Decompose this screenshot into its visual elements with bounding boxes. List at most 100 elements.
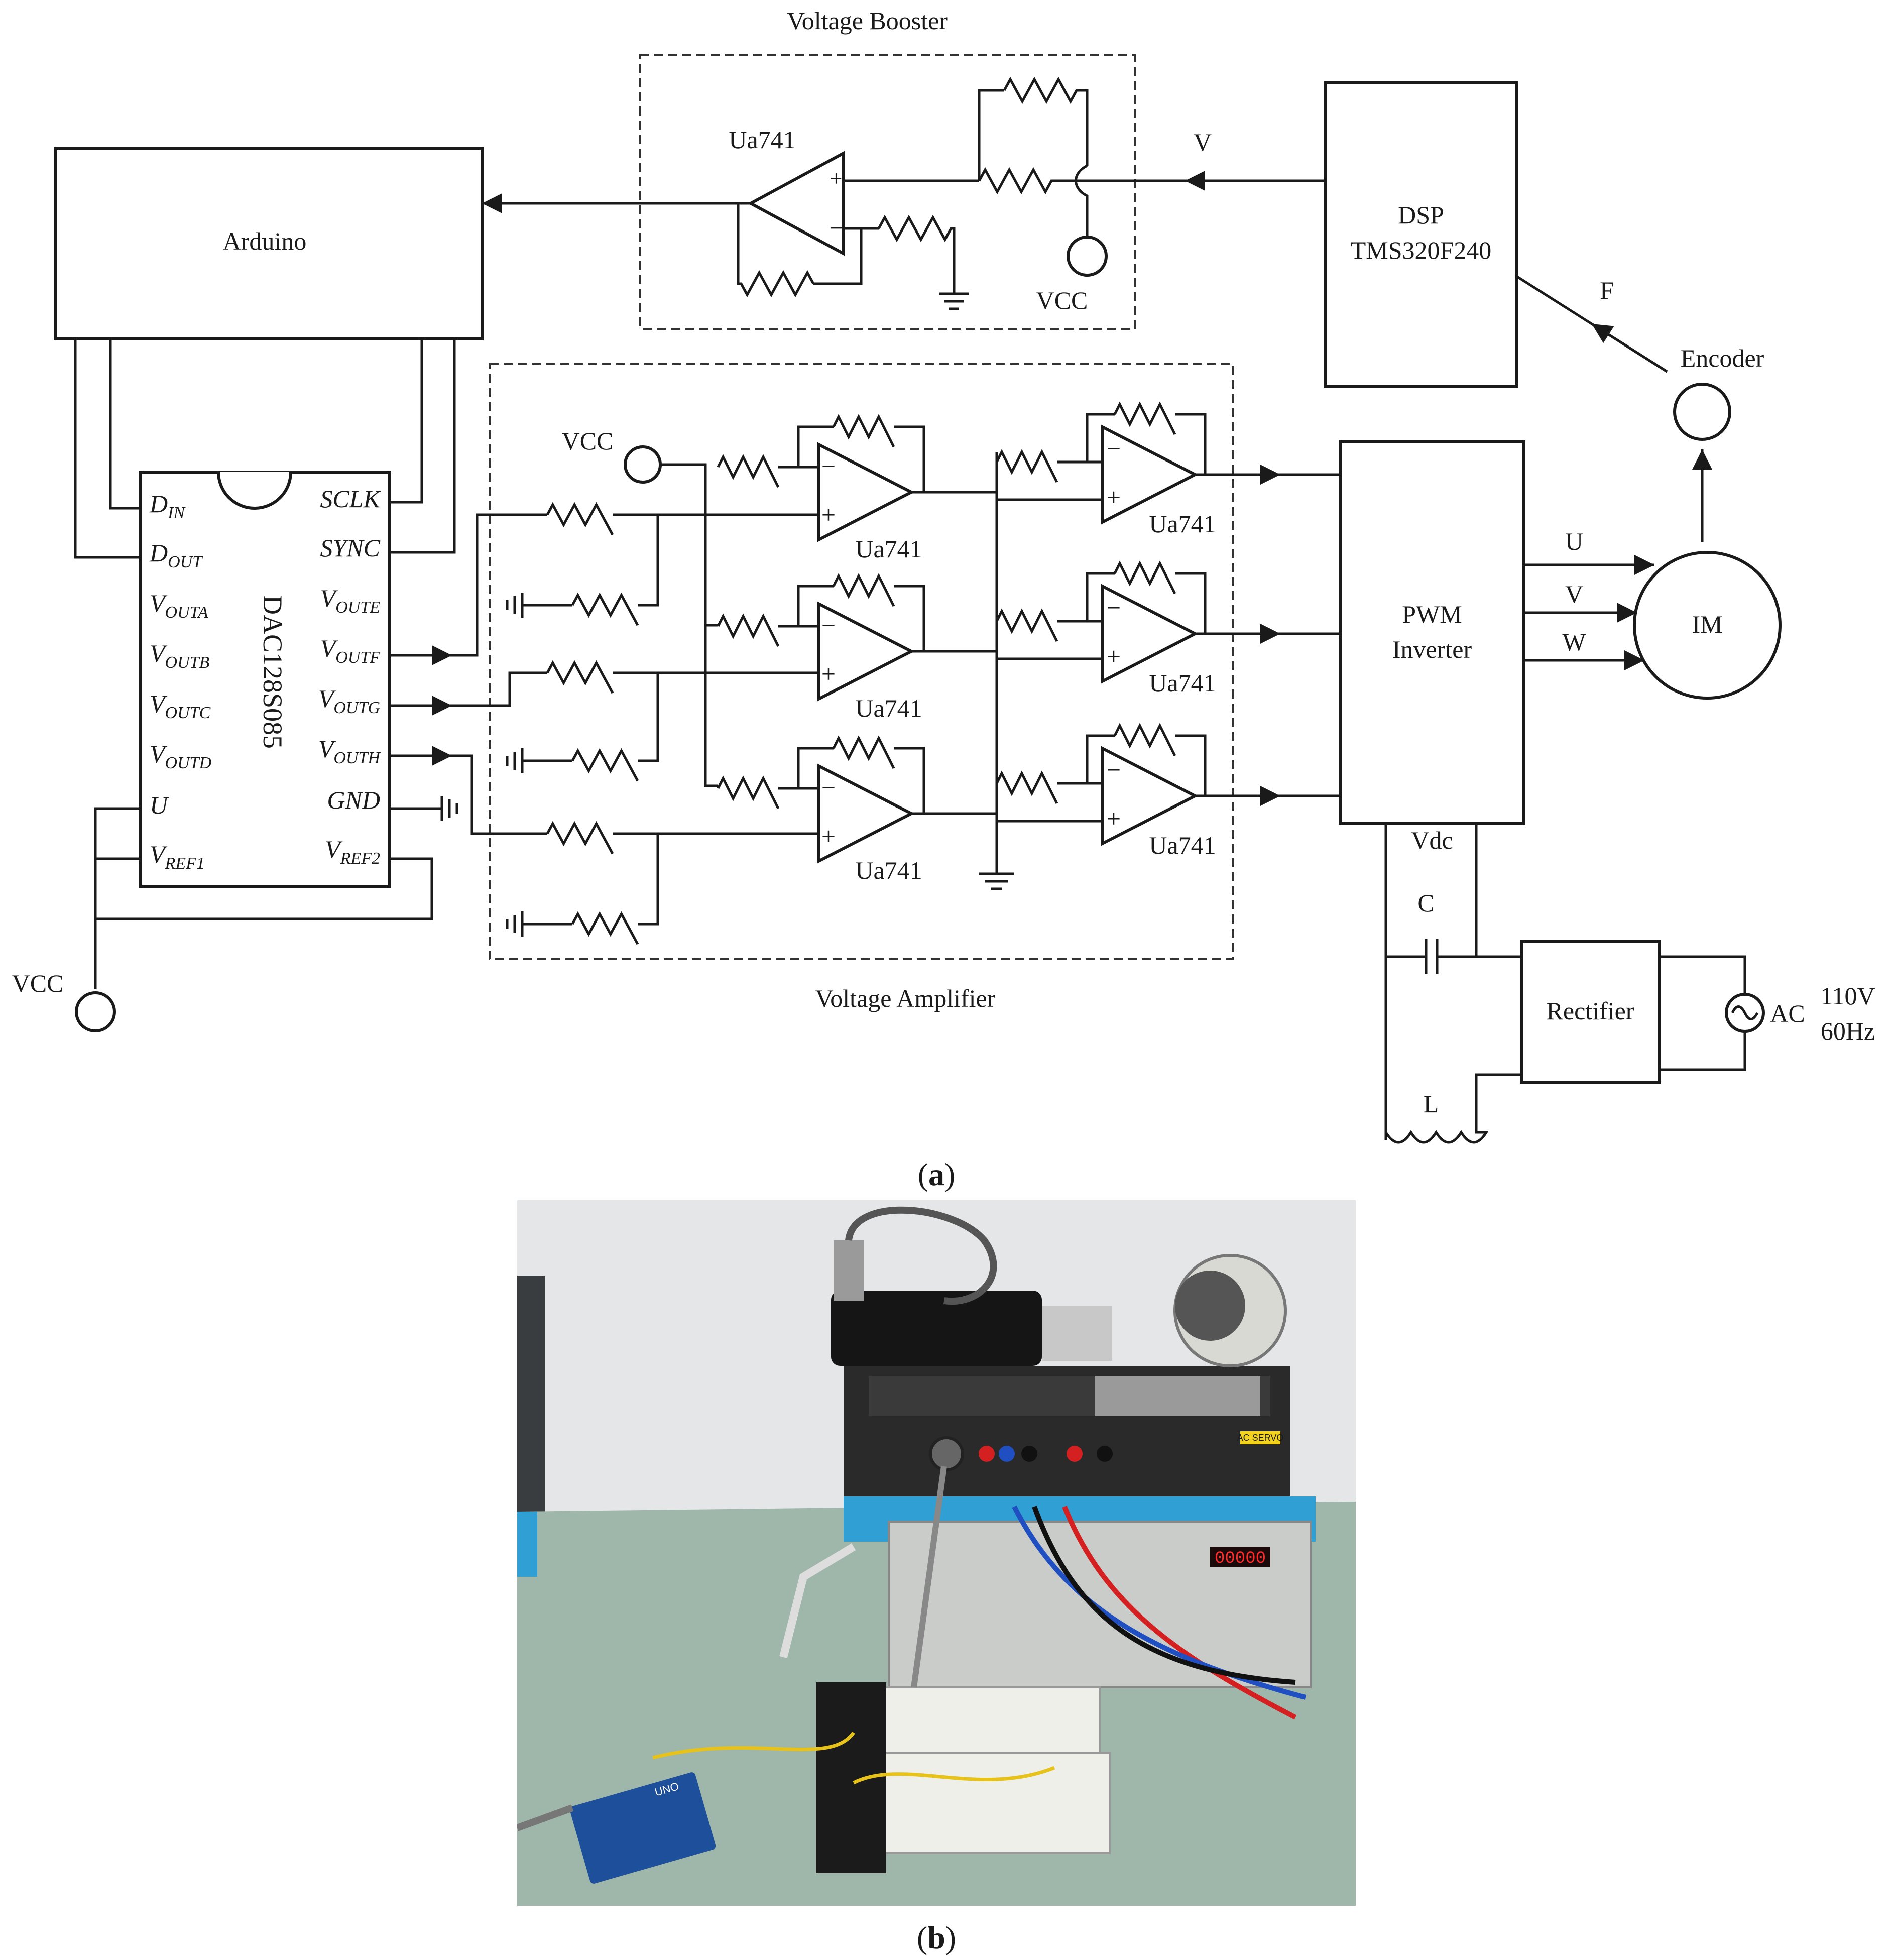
svg-text:−: − <box>821 611 836 639</box>
dac-pin-right-5: VOUTH <box>318 735 382 767</box>
svg-text:−: − <box>829 215 843 242</box>
booster-feedback-resistor <box>737 202 815 298</box>
booster-top-resistor <box>1003 76 1089 166</box>
phase-v-label: V <box>1565 580 1583 608</box>
rectifier-label: Rectifier <box>1547 997 1634 1025</box>
svg-text:+: + <box>821 660 836 688</box>
encoder-label: Encoder <box>1681 344 1764 372</box>
dac-pin-left-1: DOUT <box>149 539 203 571</box>
svg-text:+: + <box>821 822 836 850</box>
panel-b-caption: (b) <box>917 1920 956 1955</box>
photo-arduino <box>569 1772 716 1884</box>
dsp-block <box>1324 81 1518 388</box>
dac-pin-left-4: VOUTC <box>150 689 211 722</box>
ac-voltage-label: 110V <box>1820 982 1875 1010</box>
booster-vcc-source <box>1067 236 1108 277</box>
signal-f-label: F <box>1600 276 1614 304</box>
svg-text:−: − <box>1107 434 1121 463</box>
phase-u-label: U <box>1565 527 1583 555</box>
amp-stage1-label-2: Ua741 <box>855 694 922 722</box>
vdc-label: Vdc <box>1411 826 1453 854</box>
amp-stage2-label-1: Ua741 <box>1149 510 1216 538</box>
dac-chip-label: DAC128S085 <box>258 595 288 749</box>
dac-pin-left-6: U <box>150 791 169 819</box>
encoder-block <box>1673 383 1731 441</box>
motor-block <box>1633 551 1782 700</box>
amp-vcc-source <box>624 445 662 484</box>
photo-display <box>1210 1547 1270 1567</box>
photo-motor <box>831 1291 1042 1366</box>
photo-ac-servo-tag <box>1240 1431 1280 1444</box>
amp-stage1-label-1: Ua741 <box>855 535 922 563</box>
amp-channel-3: − + Ua741 − + Ua741 <box>506 723 1216 945</box>
svg-text:−: − <box>821 452 836 480</box>
dac-pin-right-1: SYNC <box>320 534 380 562</box>
dac-pin-right-2: VOUTE <box>320 584 381 617</box>
voltage-amplifier-title: Voltage Amplifier <box>815 984 996 1012</box>
voltage-booster-group: Voltage Booster + − Ua741 VCC <box>482 7 1136 330</box>
photo-trainer-panel <box>888 1521 1312 1688</box>
svg-text:−: − <box>1107 594 1121 622</box>
dac-pin-left-0: DIN <box>149 490 186 522</box>
panel-a-caption: (a) <box>918 1157 956 1192</box>
dac-pins-left: DIN DOUT VOUTA VOUTB VOUTC VOUTD U VREF1 <box>149 490 212 873</box>
svg-text:−: − <box>821 773 836 801</box>
ac-frequency-label: 60Hz <box>1821 1017 1875 1045</box>
amp-stage2-opamp-1 <box>1101 424 1199 525</box>
amp-stage2-opamp-2 <box>1101 584 1199 684</box>
rectifier-block <box>1520 940 1661 1084</box>
pwm-inverter-block <box>1339 440 1525 825</box>
dac-pin-right-4: VOUTG <box>318 684 380 717</box>
amp-channel-1: − + Ua741 − + Ua741 <box>506 401 1216 626</box>
pwm-label-line1: PWM <box>1402 600 1462 628</box>
booster-opamp <box>747 150 845 257</box>
amp-stage2-opamp-3 <box>1101 746 1199 846</box>
dsp-label-line2: TMS320F240 <box>1351 236 1492 264</box>
amp-stage2-label-2: Ua741 <box>1149 669 1216 697</box>
dac-vcc-source <box>75 991 116 1032</box>
dac-pin-left-3: VOUTB <box>150 639 210 672</box>
dac-vcc-label: VCC <box>12 969 64 997</box>
dac-pins-right: SCLK SYNC VOUTE VOUTF VOUTG VOUTH GND VREF2 <box>318 485 382 868</box>
schematic-panel: Voltage Booster + − Ua741 VCC <box>12 7 1875 1192</box>
dac-pin-right-6: GND <box>327 786 380 814</box>
dac-pin-right-0: SCLK <box>320 485 381 513</box>
phase-w-label: W <box>1562 628 1586 656</box>
voltage-booster-title: Voltage Booster <box>787 7 948 35</box>
dac-chip: DAC128S085 DINDOUTVOUTAVOUTBVOUTCVOUTDUV… <box>139 471 391 888</box>
photo-display-readout: 00000 <box>1215 1549 1266 1568</box>
booster-opamp-label: Ua741 <box>729 126 795 154</box>
dac-pin-right-7: VREF2 <box>325 835 380 868</box>
amp-stage1-opamp-2 <box>817 601 915 702</box>
dac-pin-left-5: VOUTD <box>150 740 212 772</box>
amp-stage2-label-3: Ua741 <box>1149 831 1216 859</box>
amp-stage1-opamp-1 <box>817 442 915 542</box>
booster-ground-resistor <box>877 214 956 294</box>
dsp-label-line1: DSP <box>1398 201 1444 229</box>
signal-v-label: V <box>1194 128 1212 156</box>
motor-label: IM <box>1692 610 1722 638</box>
amp-stage1-label-3: Ua741 <box>855 856 922 884</box>
svg-text:−: − <box>1107 756 1121 784</box>
inductor-label: L <box>1424 1090 1439 1118</box>
dac-pin-left-7: VREF1 <box>150 840 205 873</box>
pwm-label-line2: Inverter <box>1392 635 1472 663</box>
photo-left-monitor <box>517 1276 545 1547</box>
amp-stage1-opamp-3 <box>817 763 915 864</box>
arduino-block <box>54 147 484 340</box>
svg-text:+: + <box>1107 804 1121 833</box>
svg-text:+: + <box>1107 642 1121 670</box>
dac-pin-left-2: VOUTA <box>150 589 208 622</box>
arduino-label: Arduino <box>223 227 307 255</box>
amp-vcc-label: VCC <box>562 427 614 455</box>
dac-pin-right-3: VOUTF <box>320 634 381 667</box>
svg-text:+: + <box>821 501 836 529</box>
booster-vcc-label: VCC <box>1036 286 1088 314</box>
svg-text:+: + <box>1107 483 1121 511</box>
svg-text:+: + <box>830 166 843 191</box>
hardware-photo: AC SERVO 00000 <box>517 1200 1356 1955</box>
ac-label: AC <box>1770 999 1805 1027</box>
voltage-amplifier-group: Voltage Amplifier VCC − + Ua741 − + Ua741 − + Ua… <box>489 363 1234 1012</box>
capacitor-label: C <box>1417 889 1434 917</box>
